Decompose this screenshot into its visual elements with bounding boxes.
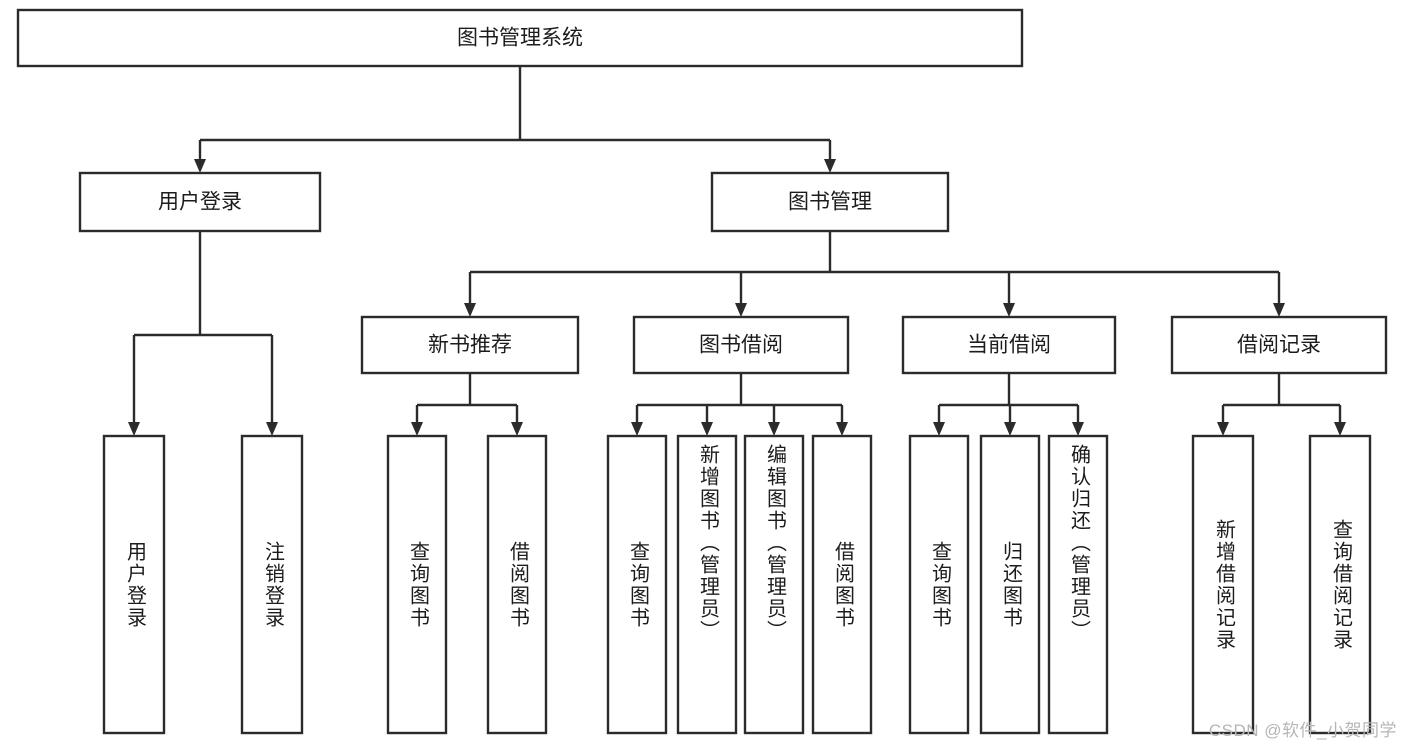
node-book-manage-rect[interactable] [710,171,950,233]
node-leaf-user-logout-rect[interactable] [240,434,304,735]
connector-level2-to-level3-arrow-2 [1003,303,1015,317]
node-leaf-add-borrow-record[interactable] [1191,434,1255,735]
node-user-login[interactable]: 用户登录 [78,171,322,233]
node-new-book-rec-label: 新书推荐 [428,334,512,357]
node-book-borrow[interactable]: 图书借阅 [632,315,850,375]
node-new-book-rec[interactable]: 新书推荐 [360,315,580,375]
connector-borrow-record-to-leaves-arrow-0 [1217,422,1229,436]
connector-new-book-rec-to-leaves-arrow-0 [411,422,423,436]
node-leaf-return-book[interactable] [979,434,1041,735]
connector-level2-to-level3 [464,231,1285,317]
node-book-borrow-rect[interactable] [632,315,850,375]
connector-level2-to-level3-arrow-1 [735,303,747,317]
node-borrow-record-rect[interactable] [1170,315,1388,375]
node-leaf-query-borrow-record-rect[interactable] [1308,434,1372,735]
connector-current-borrow-to-leaves-arrow-0 [933,422,945,436]
node-leaf-add-book-admin-rect[interactable] [676,434,738,735]
node-leaf-edit-book-admin-rect[interactable] [743,434,805,735]
node-leaf-return-book-rect[interactable] [979,434,1041,735]
node-book-manage[interactable]: 图书管理 [710,171,950,233]
node-leaf-borrow-book-rec-rect[interactable] [486,434,548,735]
node-current-borrow[interactable]: 当前借阅 [901,315,1117,375]
node-leaf-confirm-return-admin[interactable] [1047,434,1109,735]
connector-layer [128,66,1346,436]
node-leaf-borrow-book-rect[interactable] [811,434,873,735]
connector-book-borrow-to-leaves-arrow-1 [701,422,713,436]
node-leaf-edit-book-admin[interactable] [743,434,805,735]
node-leaf-user-logout[interactable] [240,434,304,735]
connector-root-to-level2 [194,66,836,173]
node-borrow-record-label: 借阅记录 [1237,334,1321,357]
node-borrow-record[interactable]: 借阅记录 [1170,315,1388,375]
node-leaf-query-book-rec-rect[interactable] [386,434,448,735]
connector-borrow-record-to-leaves-arrow-1 [1334,422,1346,436]
node-root-system-rect[interactable] [16,8,1024,68]
node-leaf-query-book-current-rect[interactable] [908,434,970,735]
connector-book-borrow-to-leaves-arrow-2 [768,422,780,436]
node-leaf-user-login[interactable] [102,434,166,735]
connector-root-to-level2-arrow-1 [824,159,836,173]
node-leaf-confirm-return-admin-rect[interactable] [1047,434,1109,735]
node-root-system[interactable]: 图书管理系统 [16,8,1024,68]
watermark-text: CSDN @软件_小贺同学 [1208,721,1397,740]
node-leaf-add-borrow-record-rect[interactable] [1191,434,1255,735]
node-leaf-query-book-borrow[interactable] [606,434,668,735]
node-current-borrow-rect[interactable] [901,315,1117,375]
node-leaf-borrow-book-rec[interactable] [486,434,548,735]
connector-book-borrow-to-leaves-arrow-3 [836,422,848,436]
connector-borrow-record-to-leaves [1217,373,1346,436]
node-book-manage-label: 图书管理 [788,191,872,214]
connector-book-borrow-to-leaves [631,373,848,436]
node-current-borrow-label: 当前借阅 [967,334,1051,357]
connector-level2-to-level3-arrow-0 [464,303,476,317]
connector-new-book-rec-to-leaves [411,373,523,436]
connector-current-borrow-to-leaves-arrow-2 [1072,422,1084,436]
node-user-login-rect[interactable] [78,171,322,233]
connector-user-login-to-leaves-arrow-1 [266,422,278,436]
node-leaf-query-book-current[interactable] [908,434,970,735]
connector-book-borrow-to-leaves-arrow-0 [631,422,643,436]
node-leaf-query-book-rec[interactable] [386,434,448,735]
node-user-login-label: 用户登录 [158,191,242,214]
node-leaf-query-borrow-record[interactable] [1308,434,1372,735]
connector-new-book-rec-to-leaves-arrow-1 [511,422,523,436]
node-root-system-label: 图书管理系统 [457,27,583,50]
connector-level2-to-level3-arrow-3 [1273,303,1285,317]
connector-current-borrow-to-leaves-arrow-1 [1004,422,1016,436]
node-leaf-query-book-borrow-rect[interactable] [606,434,668,735]
node-leaf-borrow-book[interactable] [811,434,873,735]
node-leaf-add-book-admin[interactable] [676,434,738,735]
connector-current-borrow-to-leaves [933,373,1084,436]
node-new-book-rec-rect[interactable] [360,315,580,375]
node-book-borrow-label: 图书借阅 [699,334,783,357]
connector-user-login-to-leaves-arrow-0 [128,422,140,436]
connector-user-login-to-leaves [128,231,278,436]
connector-root-to-level2-arrow-0 [194,159,206,173]
node-leaf-user-login-rect[interactable] [102,434,166,735]
